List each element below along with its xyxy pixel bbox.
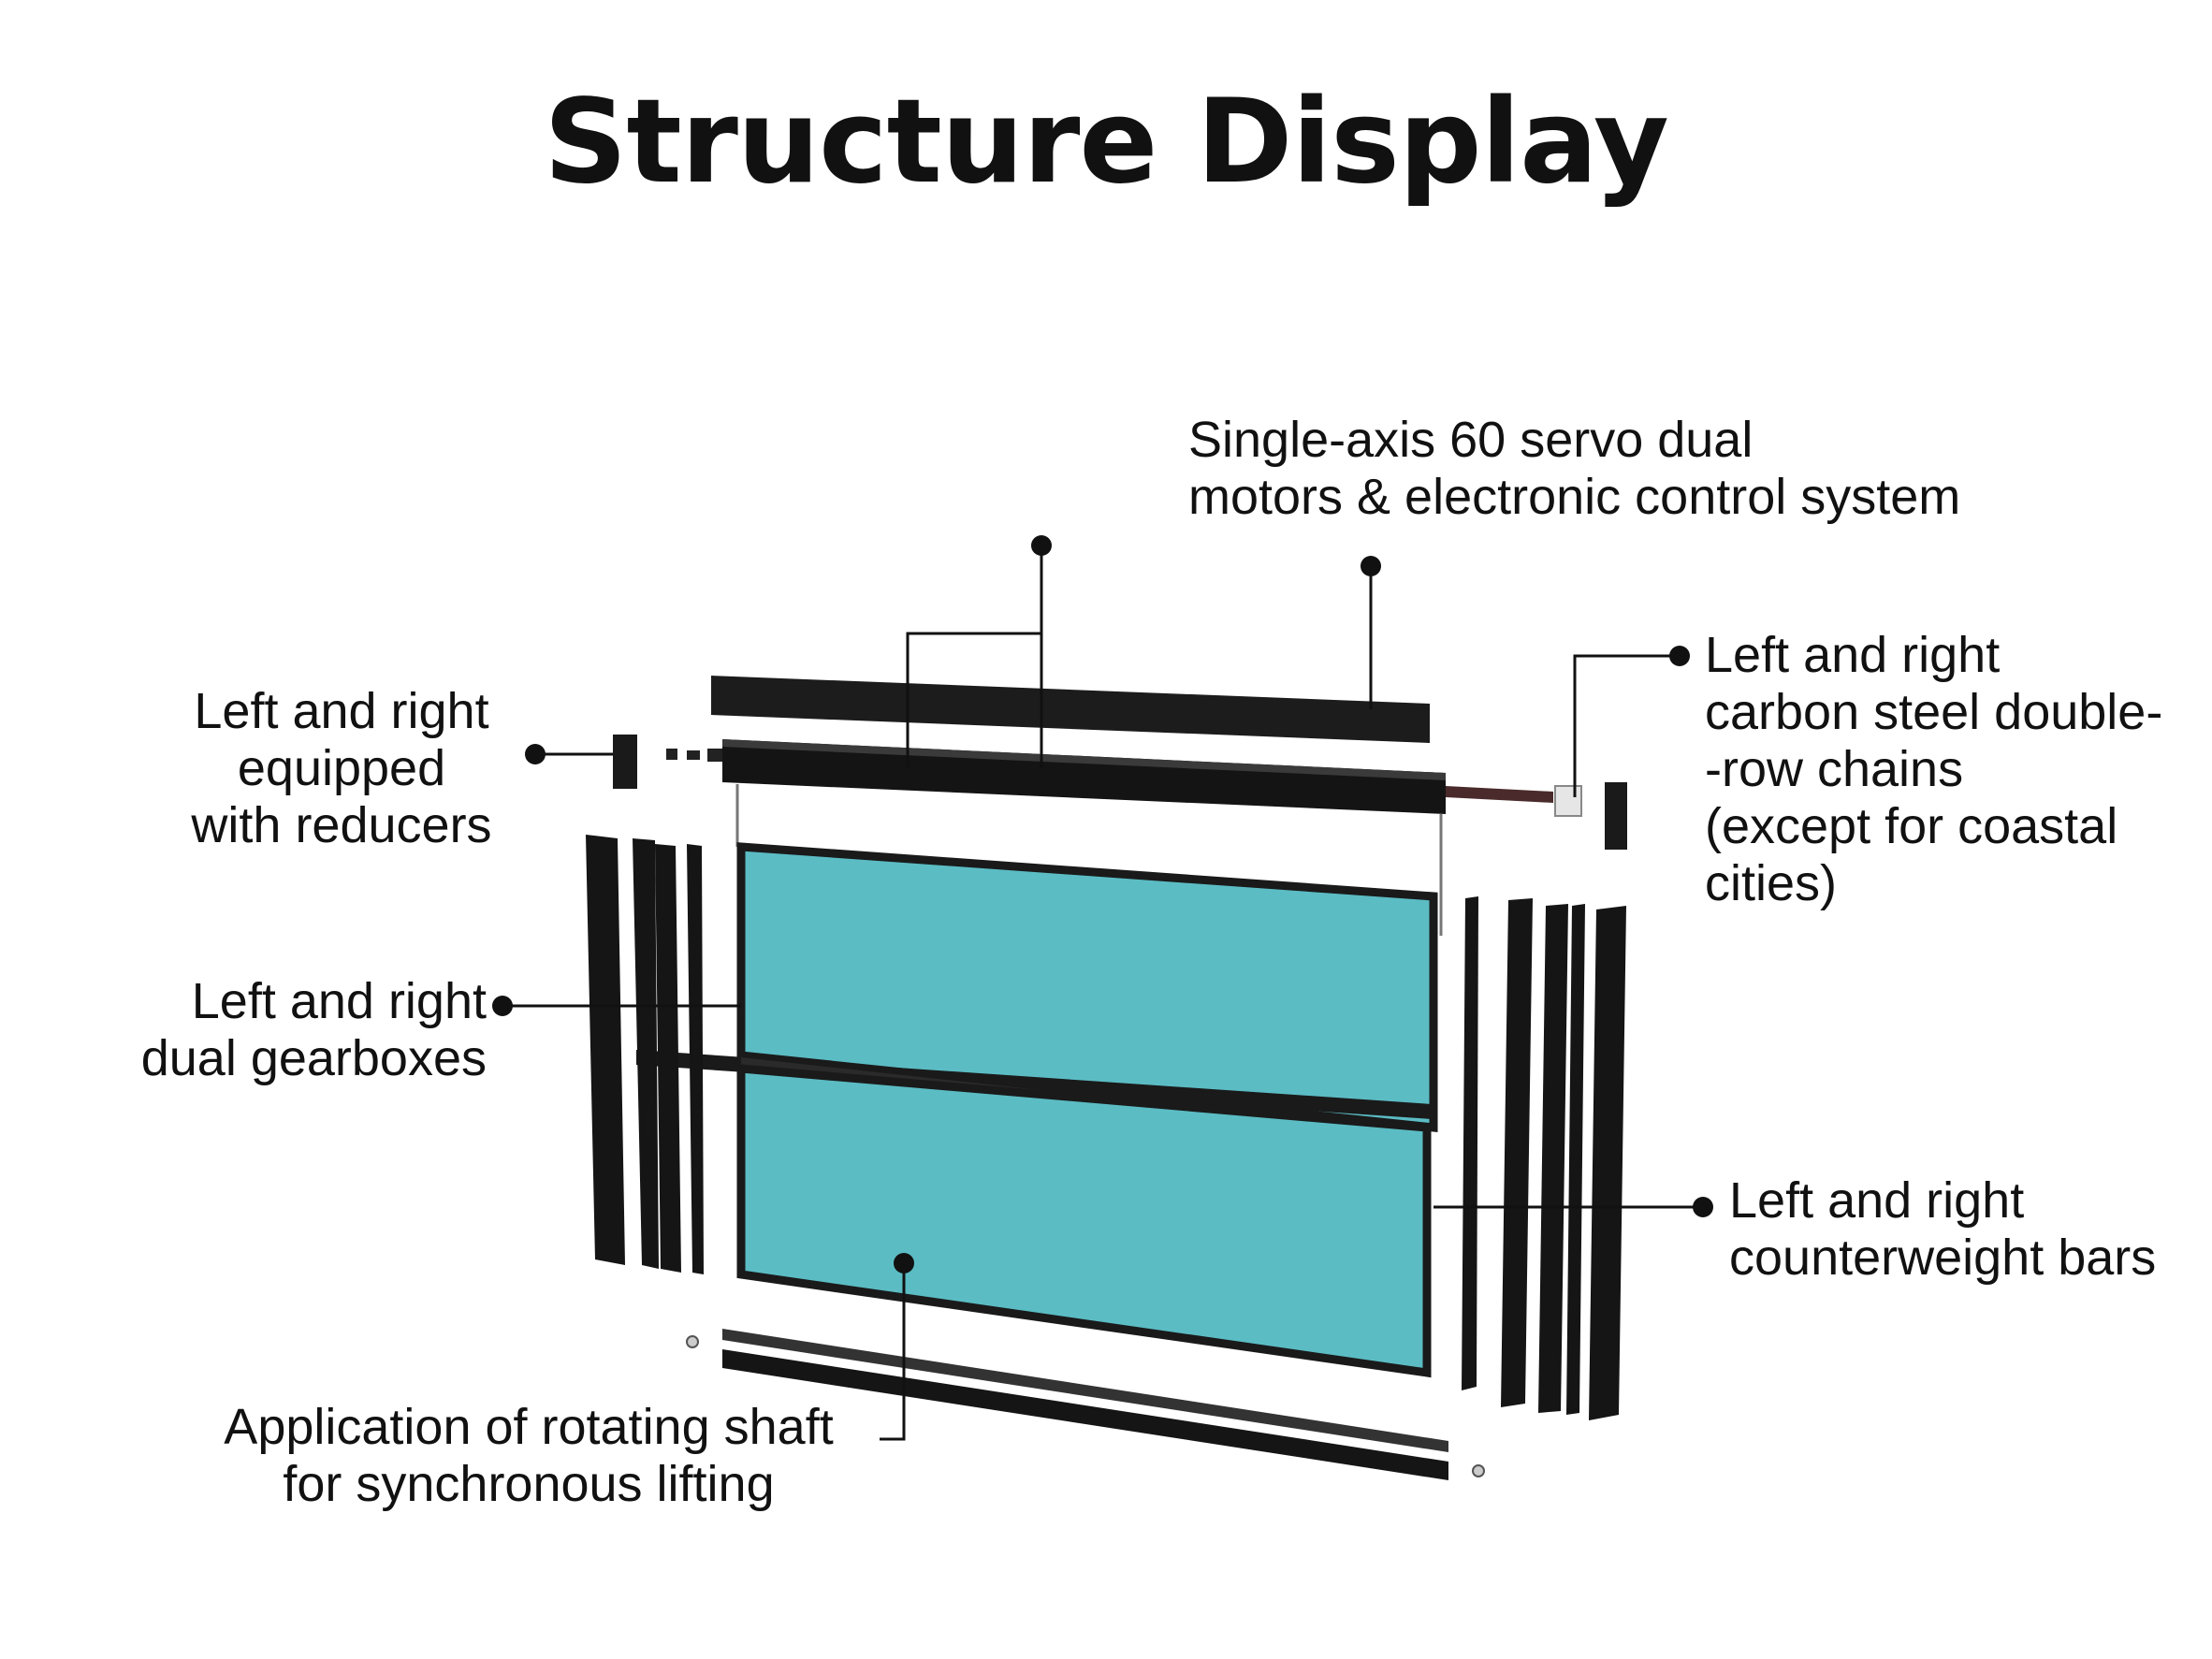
right-chain-bracket (1554, 785, 1582, 817)
callout-carbon-steel-chains: Left and right carbon steel double- -row… (1705, 627, 2163, 911)
left-reducer-bracket (613, 735, 637, 789)
page-title: Structure Display (544, 75, 1669, 210)
right-side-bracket (1605, 782, 1627, 850)
callout-dot (1031, 535, 1052, 556)
callout-dot (1669, 646, 1690, 666)
left-side-rail (655, 844, 681, 1273)
callout-dot (525, 744, 546, 764)
callout-servo-motors: Single-axis 60 servo dual motors & elect… (1188, 412, 1961, 525)
right-side-rail (1462, 896, 1478, 1390)
callout-counterweight-bars: Left and right counterweight bars (1729, 1172, 2157, 1286)
right-side-rail (1538, 904, 1568, 1413)
left-side-rail (586, 835, 625, 1265)
callout-dot (1361, 556, 1381, 576)
left-reducer-part (687, 750, 700, 760)
callout-dual-gearboxes: Left and right dual gearboxes (140, 973, 487, 1086)
bottom-fitting (686, 1335, 699, 1348)
callout-dot (894, 1253, 914, 1273)
left-side-rail (687, 844, 704, 1274)
lower-glass-panel (736, 1064, 1432, 1378)
top-cover-plate (711, 676, 1430, 743)
right-side-rail (1589, 906, 1626, 1420)
callout-dot (1693, 1197, 1713, 1217)
drive-shaft (1446, 786, 1553, 803)
bottom-fitting (1472, 1464, 1485, 1477)
left-side-rail (633, 838, 659, 1269)
callout-rotating-shaft: Application of rotating shaft for synchr… (224, 1399, 834, 1512)
upper-glass-panel (736, 842, 1438, 1132)
callout-reducers: Left and right equipped with reducers (191, 683, 492, 853)
header-housing (722, 739, 1446, 814)
left-reducer-part (666, 749, 677, 760)
callout-dot (492, 996, 513, 1016)
middle-rail (636, 1050, 1432, 1119)
right-side-rail (1566, 904, 1585, 1415)
header-housing-highlight (722, 739, 1446, 780)
right-side-rail (1501, 898, 1533, 1407)
left-reducer-part (707, 749, 722, 762)
